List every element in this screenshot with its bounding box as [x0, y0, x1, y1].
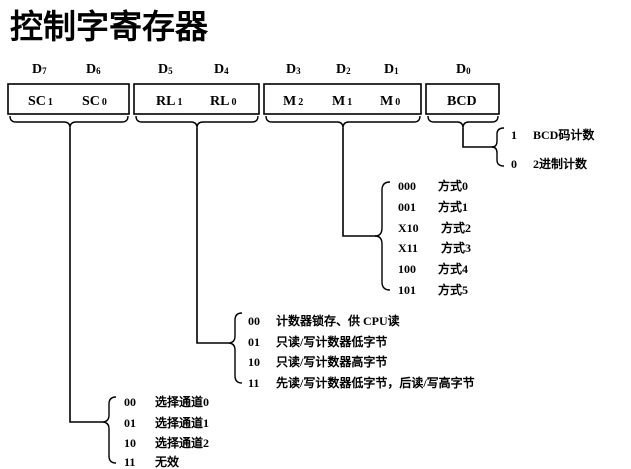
sc-underbrace — [9, 115, 129, 129]
m-field-box — [263, 83, 422, 115]
m-underbrace — [265, 115, 421, 129]
mode-options-brace — [374, 181, 391, 291]
bcd-option-text: BCD码计数 — [533, 127, 595, 142]
rl-options: 00 计数器锁存、供 CPU读 01 只读/写计数器低字节 10 只读/写计数器… — [248, 313, 475, 390]
sc-option-text: 选择通道0 — [155, 394, 209, 409]
bcd-options: 1 BCD码计数 0 2进制计数 — [511, 127, 595, 171]
bit-label-d3: D3 — [286, 62, 301, 77]
bcd-field-box — [425, 83, 500, 115]
rl-option-text: 只读/写计数器低字节 — [276, 334, 387, 349]
bit-label-d0: D0 — [456, 62, 471, 77]
sc-options: 00 选择通道0 01 选择通道1 10 选择通道2 11 无效 — [124, 394, 209, 469]
connector-lines — [69, 128, 493, 423]
sc-option-code: 01 — [124, 416, 136, 430]
field-bcd: BCD — [447, 94, 477, 109]
field-underbraces — [9, 115, 499, 129]
sc-option-code: 00 — [124, 395, 136, 409]
rl-option-code: 00 — [248, 314, 260, 328]
rl-option-text: 先读/写计数器低字节，后读/写高字节 — [276, 375, 475, 390]
mode-option-text: 方式5 — [438, 282, 468, 297]
sc-option-code: 11 — [124, 455, 135, 469]
bcd-underbrace — [427, 115, 499, 129]
mode-option-text: 方式0 — [438, 178, 468, 193]
register-boxes — [7, 83, 500, 115]
rl-connector — [196, 128, 228, 344]
bit-label-d7: D7 — [32, 62, 47, 77]
bcd-option-text: 2进制计数 — [533, 156, 588, 171]
mode-option-code: 001 — [398, 200, 416, 214]
mode-option-code: 101 — [398, 283, 416, 297]
bit-labels: D7 D6 D5 D4 D3 D2 D1 D0 — [32, 62, 471, 77]
bcd-option-code: 1 — [511, 128, 517, 142]
sc-option-code: 10 — [124, 436, 136, 450]
option-braces — [101, 127, 505, 464]
mode-connector — [342, 128, 376, 237]
mode-option-text: 方式1 — [438, 199, 468, 214]
rl-options-brace — [227, 312, 243, 384]
rl-field-box — [133, 83, 260, 115]
sc-option-text: 选择通道2 — [155, 435, 209, 450]
mode-option-code: 000 — [398, 179, 416, 193]
bcd-options-brace — [491, 127, 505, 167]
rl-option-text: 计数器锁存、供 CPU读 — [276, 313, 400, 328]
bcd-connector — [462, 128, 493, 148]
rl-option-code: 11 — [248, 376, 259, 390]
rl-underbrace — [135, 115, 259, 129]
bit-label-d2: D2 — [336, 62, 351, 77]
sc-option-text: 选择通道1 — [155, 415, 209, 430]
sc-options-brace — [101, 396, 117, 464]
mode-option-text: 方式3 — [441, 240, 471, 255]
rl-option-text: 只读/写计数器高字节 — [276, 354, 387, 369]
bit-label-d6: D6 — [86, 62, 101, 77]
mode-options: 000 方式0 001 方式1 X10 方式2 X11 方式3 100 方式4 … — [398, 178, 471, 297]
mode-option-code: X11 — [398, 241, 418, 255]
sc-field-box — [7, 83, 130, 115]
bit-label-d4: D4 — [214, 62, 229, 77]
rl-option-code: 01 — [248, 335, 260, 349]
mode-option-code: 100 — [398, 262, 416, 276]
sc-connector — [69, 128, 102, 423]
bit-label-d1: D1 — [384, 62, 399, 77]
mode-option-text: 方式2 — [441, 220, 471, 235]
page-title: 控制字寄存器 — [10, 7, 209, 46]
mode-option-code: X10 — [398, 221, 419, 235]
bit-label-d5: D5 — [158, 62, 173, 77]
bcd-option-code: 0 — [511, 157, 517, 171]
mode-option-text: 方式4 — [438, 261, 468, 276]
sc-option-text: 无效 — [154, 454, 180, 469]
rl-option-code: 10 — [248, 355, 260, 369]
